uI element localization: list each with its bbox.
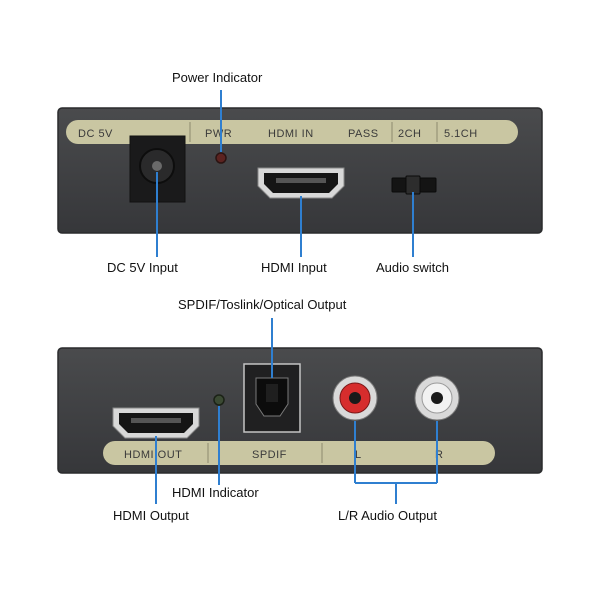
- callout-hdmi-output: HDMI Output: [113, 508, 189, 523]
- hdmi-output-port: [112, 407, 200, 439]
- hdmi-input-port: [257, 167, 345, 199]
- callout-hdmi-indicator: HDMI Indicator: [172, 485, 259, 500]
- bottom-device-panel: HDMI OUT SPDIF L R: [57, 347, 543, 474]
- strip-label-pass: PASS: [348, 128, 379, 140]
- strip-label-r: R: [435, 449, 443, 461]
- power-led: [215, 152, 227, 164]
- callout-power-indicator: Power Indicator: [172, 70, 263, 85]
- bottom-label-strip: [103, 441, 495, 465]
- audio-switch: [391, 175, 437, 195]
- callout-dc-input: DC 5V Input: [107, 260, 178, 275]
- callout-spdif-output: SPDIF/Toslink/Optical Output: [178, 297, 347, 312]
- hdmi-led: [213, 394, 225, 406]
- strip-label-spdif: SPDIF: [252, 449, 287, 461]
- top-callout-lines: [156, 90, 414, 257]
- callout-hdmi-input: HDMI Input: [261, 260, 327, 275]
- strip-label-hdmi-in: HDMI IN: [268, 128, 314, 140]
- rca-left-jack: [332, 375, 378, 421]
- strip-label-2ch: 2CH: [398, 128, 422, 140]
- strip-label-dc: DC 5V: [78, 128, 113, 140]
- strip-label-l: L: [355, 449, 362, 461]
- strip-label-pwr: PWR: [205, 128, 232, 140]
- strip-label-51ch: 5.1CH: [444, 128, 478, 140]
- strip-label-hdmi-out: HDMI OUT: [124, 449, 182, 461]
- bottom-callout-lines: [155, 318, 438, 504]
- callout-lr-audio-output: L/R Audio Output: [338, 508, 438, 523]
- top-device-panel: DC 5V PWR HDMI IN PASS 2CH 5.1CH: [57, 107, 543, 234]
- callout-audio-switch: Audio switch: [376, 260, 449, 275]
- rca-right-jack: [414, 375, 460, 421]
